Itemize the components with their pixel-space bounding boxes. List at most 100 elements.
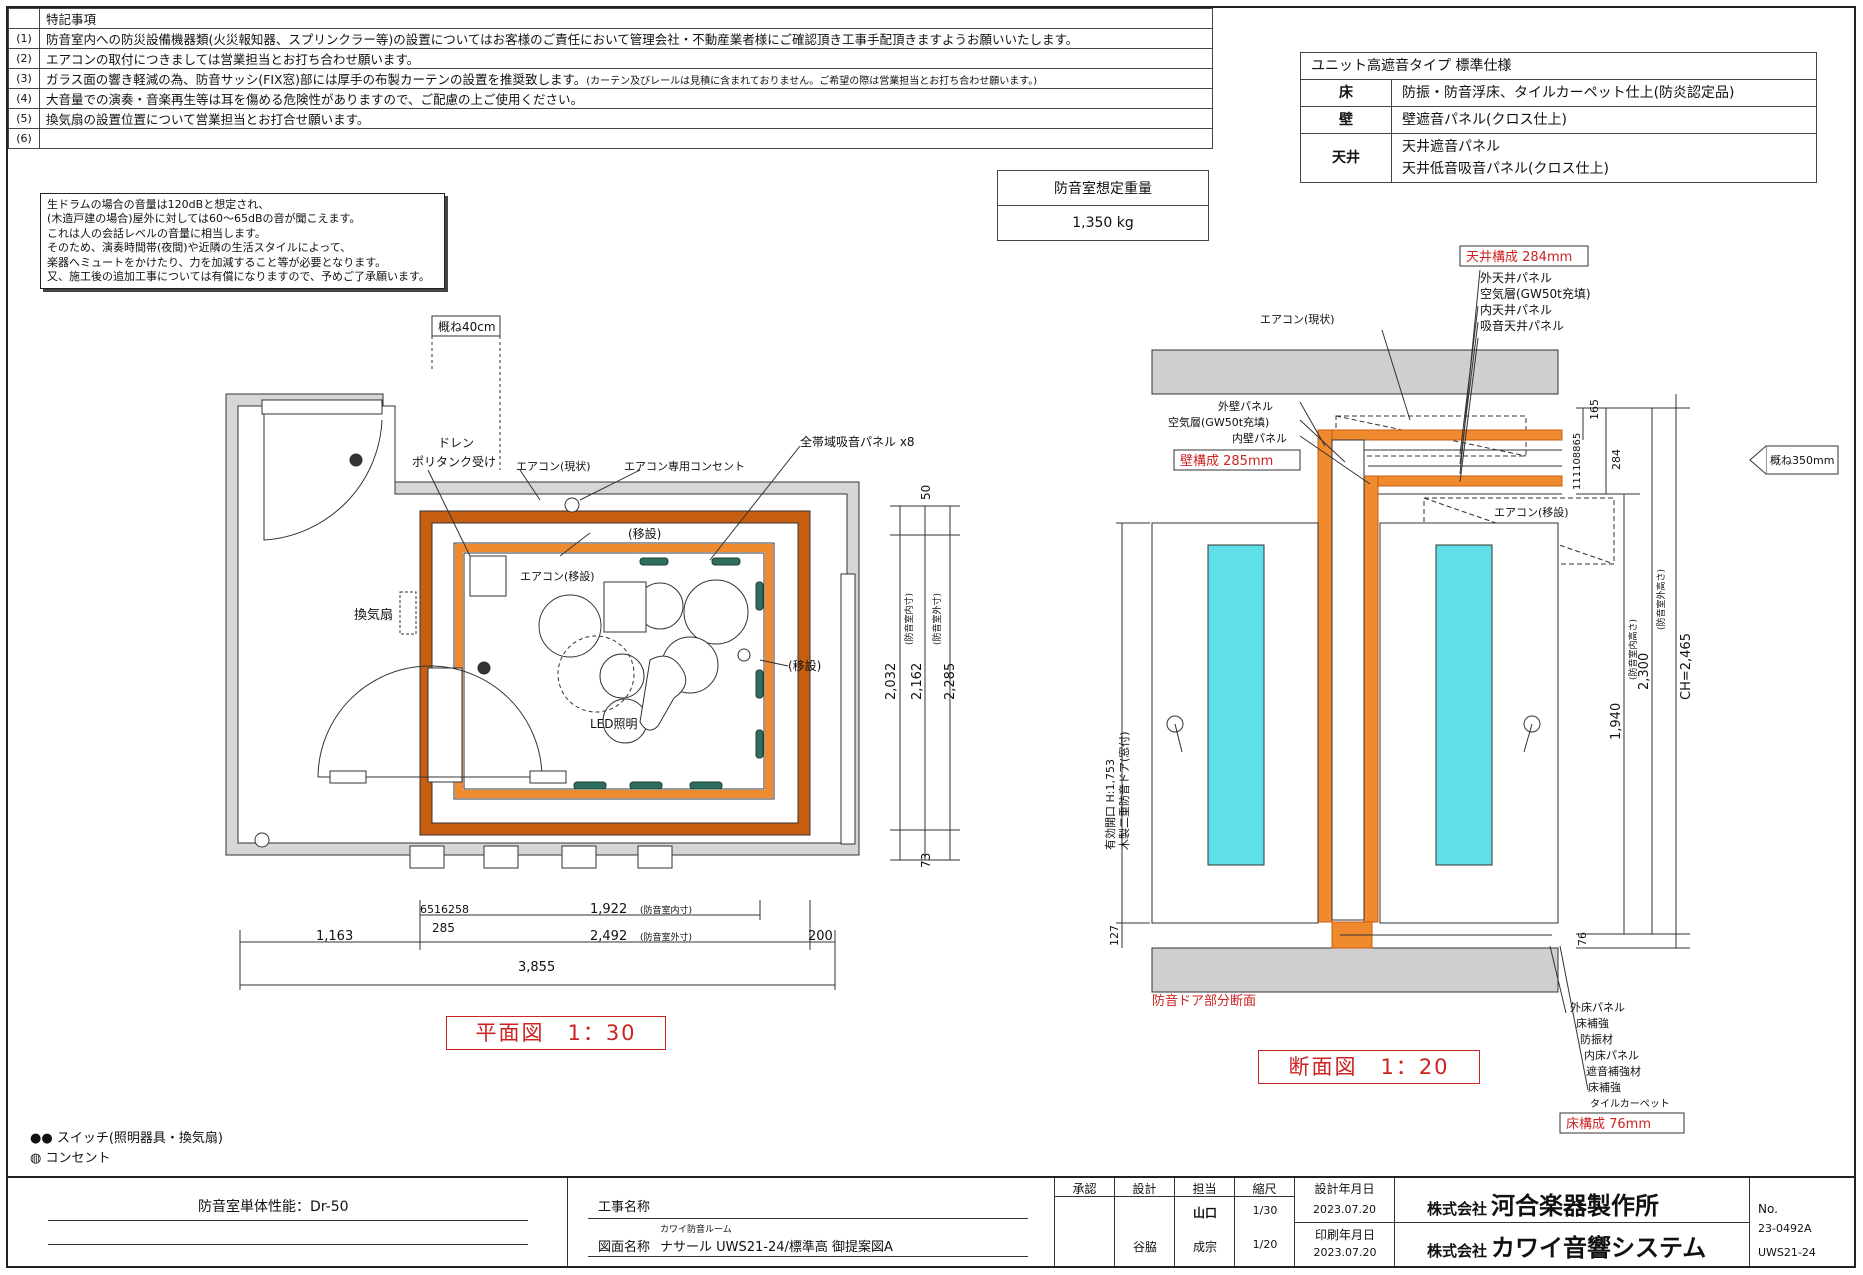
wall-comp-box	[1173, 449, 1301, 471]
person-2: 成宗	[1192, 1240, 1217, 1254]
label-ceiling-layer: 外天井パネル	[1480, 271, 1552, 285]
label-floor-layer: 内床パネル	[1584, 1048, 1639, 1062]
note-number: (6)	[8, 128, 40, 149]
warning-line: 楽器へミュートをかけたり、力を加減すること等が必要となります。	[47, 255, 387, 269]
title-block: 防音室単体性能：Dr-50 工事名称 カワイ防音ルーム 図面名称 ナサール UW…	[8, 1176, 1854, 1268]
label-ceiling-layer: 内天井パネル	[1480, 303, 1552, 317]
design-date: 2023.07.20	[1313, 1203, 1376, 1216]
project-label: 工事名称	[598, 1200, 651, 1215]
dim-127: 127	[1108, 925, 1121, 946]
label-wall-layer: 空気層(GW50t充填)	[1168, 415, 1269, 429]
note-text: 大音量での演奏・音楽再生等は耳を傷める危険性がありますので、ご配慮の上ご使用くだ…	[39, 88, 1213, 109]
label-ac-existing-section: エアコン(現状)	[1260, 312, 1335, 326]
window	[561, 845, 597, 869]
absorber-panel	[629, 781, 663, 790]
absorber-panel	[639, 557, 669, 566]
dim-2492: 2,492	[590, 929, 627, 944]
spec-value-ceiling-1: 天井遮音パネル	[1402, 139, 1500, 155]
dim-2162-note: (防音室外寸)	[931, 593, 943, 645]
label-absorber: 全帯域吸音パネル x8	[800, 434, 915, 449]
legend-outlet-label: コンセント	[45, 1151, 111, 1166]
dim-50: 50	[919, 485, 933, 500]
dim-ch: CH=2,465	[1679, 633, 1694, 700]
label-wall-comp: 壁構成 285mm	[1180, 454, 1273, 469]
dim-2032-note: (防音室内寸)	[903, 593, 915, 645]
note-number: (1)	[8, 28, 40, 49]
warning-line: 又、施工後の追加工事については有償になりますので、予めご了承願います。	[47, 270, 430, 284]
dim-284: 284	[1610, 449, 1623, 470]
note-text: 防音室内への防災設備機器類(火災報知器、スプリンクラー等)の設置についてはお客様…	[39, 28, 1213, 49]
label-floor-layer: 遮音補強材	[1586, 1064, 1641, 1078]
switch-icon: ●●	[30, 1131, 53, 1146]
no-2: UWS21-24	[1758, 1246, 1816, 1259]
note-main: ガラス面の響き軽減の為、防音サッシ(FIX窓)部には厚手の布製カーテンの設置を推…	[46, 72, 587, 87]
drawing-name: ナサール UWS21-24/標準高 御提案図A	[660, 1240, 893, 1255]
label-ceiling-layer: 吸音天井パネル	[1480, 318, 1564, 333]
entry-door-swing	[263, 414, 383, 541]
company-1: 株式会社河合楽器製作所	[1427, 1186, 1659, 1221]
legend-switch-label: スイッチ(照明器具・換気扇)	[56, 1131, 223, 1146]
scale-1: 1/30	[1252, 1204, 1278, 1217]
drum-warning-box: 生ドラムの場合の音量は120dBと想定され、 (木造戸建の場合)屋外に対しては6…	[40, 193, 445, 289]
dim-2300: 2,300	[1637, 653, 1652, 690]
label-floor-layer: 床補強	[1576, 1016, 1609, 1030]
dim-73: 73	[919, 853, 933, 868]
label-relocate-2: (移設)	[788, 658, 821, 673]
absorber-panel	[755, 729, 764, 759]
spec-value-ceiling-2: 天井低音吸音パネル(クロス仕上)	[1402, 161, 1609, 177]
dim-1940-note: (防音室内高さ)	[1627, 619, 1639, 680]
person-1: 山口	[1192, 1206, 1217, 1220]
dim-76: 76	[1576, 932, 1589, 946]
label-door-section: 防音ドア部分断面	[1152, 993, 1256, 1009]
outlet-icon	[564, 497, 580, 513]
label-approx-350: 概ね350mm	[1770, 454, 1834, 467]
dim-2162: 2,162	[910, 663, 925, 700]
no-label: No.	[1758, 1202, 1778, 1216]
label-ceiling-comp: 天井構成 284mm	[1466, 250, 1572, 265]
window	[637, 845, 673, 869]
label-door-type: 木製二重防音ドア(窓付)	[1117, 731, 1131, 850]
warning-line: (木造戸建の場合)屋外に対しては60～65dBの音が聞こえます。	[47, 212, 361, 226]
dim-2285: 2,285	[943, 663, 958, 700]
label-approx-40: 概ね40cm	[438, 320, 496, 334]
label-vent: 換気扇	[354, 607, 393, 623]
label-floor-layer: 外床パネル	[1570, 1000, 1625, 1014]
label-wall-layer: 外壁パネル	[1218, 399, 1273, 413]
company-1-prefix: 株式会社	[1427, 1200, 1488, 1218]
number-cell: No. 23-0492A UWS21-24	[1750, 1178, 1854, 1266]
note-text: エアコンの取付につきましては営業担当とお打ち合わせ願います。	[39, 48, 1213, 69]
section-title: 断面図 1：20	[1258, 1050, 1480, 1084]
absorber-panel	[573, 781, 607, 790]
spec-value-wall: 壁遮音パネル(クロス仕上)	[1391, 106, 1817, 134]
dim-1940: 1,940	[1609, 703, 1624, 740]
vent-fan	[399, 591, 417, 635]
approve-cell: 承認	[1055, 1178, 1115, 1266]
label-floor-comp: 床構成 76mm	[1566, 1117, 1651, 1132]
performance-cell: 防音室単体性能：Dr-50	[8, 1178, 568, 1266]
dim-2032: 2,032	[884, 663, 899, 700]
label-ac-relocate-section: エアコン(移設)	[1494, 505, 1569, 519]
company-2-name: カワイ音響システム	[1491, 1234, 1707, 1262]
scale-label: 縮尺	[1252, 1182, 1277, 1196]
spec-table: ユニット高遮音タイプ 標準仕様 床防振・防音浮床、タイルカーペット仕上(防炎認定…	[1300, 52, 1817, 183]
approx-40-box	[431, 315, 501, 337]
label-ac-outlet: エアコン専用コンセント	[624, 460, 745, 473]
project-cell: 工事名称 カワイ防音ルーム 図面名称 ナサール UWS21-24/標準高 御提案…	[568, 1178, 1055, 1266]
scale-2: 1/20	[1252, 1238, 1278, 1251]
window	[483, 845, 519, 869]
ac-unit-relocated	[469, 555, 507, 597]
absorber-panel	[711, 557, 741, 566]
warning-line: 生ドラムの場合の音量は120dBと想定され、	[47, 198, 270, 211]
date-cell: 設計年月日 2023.07.20 印刷年月日 2023.07.20	[1295, 1178, 1395, 1266]
door-window	[1207, 544, 1265, 866]
print-date: 2023.07.20	[1313, 1246, 1377, 1259]
dim-1922: 1,922	[590, 902, 627, 917]
inner-ceiling-panel	[1367, 475, 1563, 487]
outer-wall-panel	[1317, 429, 1333, 923]
warning-line: そのため、演奏時間帯(夜間)や近隣の生活スタイルによって、	[47, 241, 352, 255]
charge-label: 担当	[1192, 1182, 1217, 1196]
company-1-name: 河合楽器製作所	[1491, 1192, 1660, 1220]
drum-kick	[557, 635, 635, 713]
company-2: 株式会社カワイ音響システム	[1427, 1228, 1706, 1263]
